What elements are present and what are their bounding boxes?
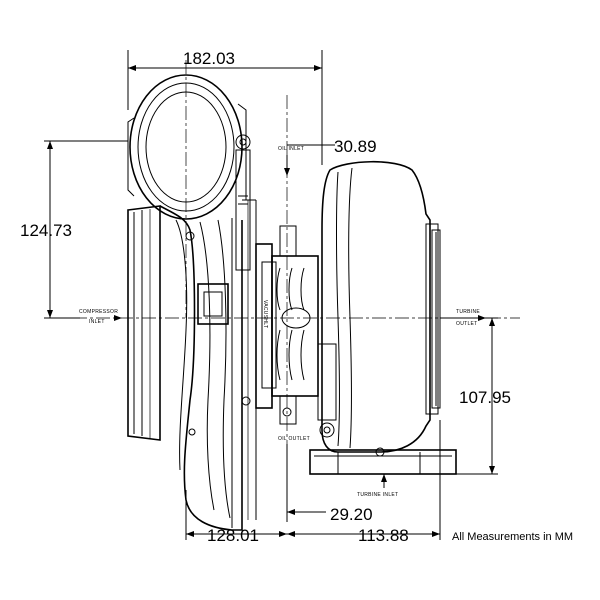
wastegate-arm — [317, 343, 337, 438]
compressor-inlet-label-line2: INLET — [89, 319, 105, 325]
dimension-bottom-lengths: 128.01 113.88 — [185, 420, 441, 545]
actuator-bracket — [235, 134, 251, 271]
dimension-compressor-length-value: 128.01 — [207, 526, 259, 545]
dimension-oil-outlet: 29.20 — [286, 452, 373, 524]
turbine-inlet-label: TURBINE INLET — [357, 492, 398, 498]
brand-text: VACUSHLT — [262, 300, 268, 328]
dimension-compressor-height-value: 124.73 — [20, 221, 72, 240]
oil-outlet-label: OIL OUTLET — [278, 436, 310, 442]
turbine-housing — [309, 160, 457, 475]
dimension-turbine-length-value: 113.88 — [358, 526, 409, 545]
compressor-inlet-callout: COMPRESSOR INLET — [79, 309, 122, 325]
turbine-outlet-label-line1: TURBINE — [456, 309, 480, 315]
compressor-inlet-label-line1: COMPRESSOR — [79, 309, 118, 315]
oil-passages — [276, 267, 311, 381]
bearing-housing: VACUSHLT — [197, 225, 319, 425]
measurement-units-note: All Measurements in MM — [452, 531, 573, 543]
turbine-inlet-callout: TURBINE INLET — [357, 474, 398, 498]
compressor-housing — [127, 74, 257, 531]
dimension-compressor-height: 124.73 — [20, 140, 128, 319]
dimension-turbine-height: 107.95 — [440, 317, 511, 475]
oil-inlet-label: OIL INLET — [278, 146, 304, 152]
oil-outlet-callout: OIL OUTLET — [278, 436, 310, 452]
dimension-overall-width: 182.03 — [127, 49, 323, 165]
dimension-overall-width-value: 182.03 — [183, 49, 235, 68]
dimension-oil-inlet-value: 30.89 — [334, 137, 377, 156]
dimension-oil-inlet: 30.89 OIL INLET — [278, 137, 377, 176]
turbine-outlet-label-line2: OUTLET — [456, 321, 478, 327]
center-lines — [50, 60, 520, 480]
dimension-turbine-height-value: 107.95 — [459, 388, 511, 407]
dimension-oil-outlet-value: 29.20 — [330, 505, 373, 524]
